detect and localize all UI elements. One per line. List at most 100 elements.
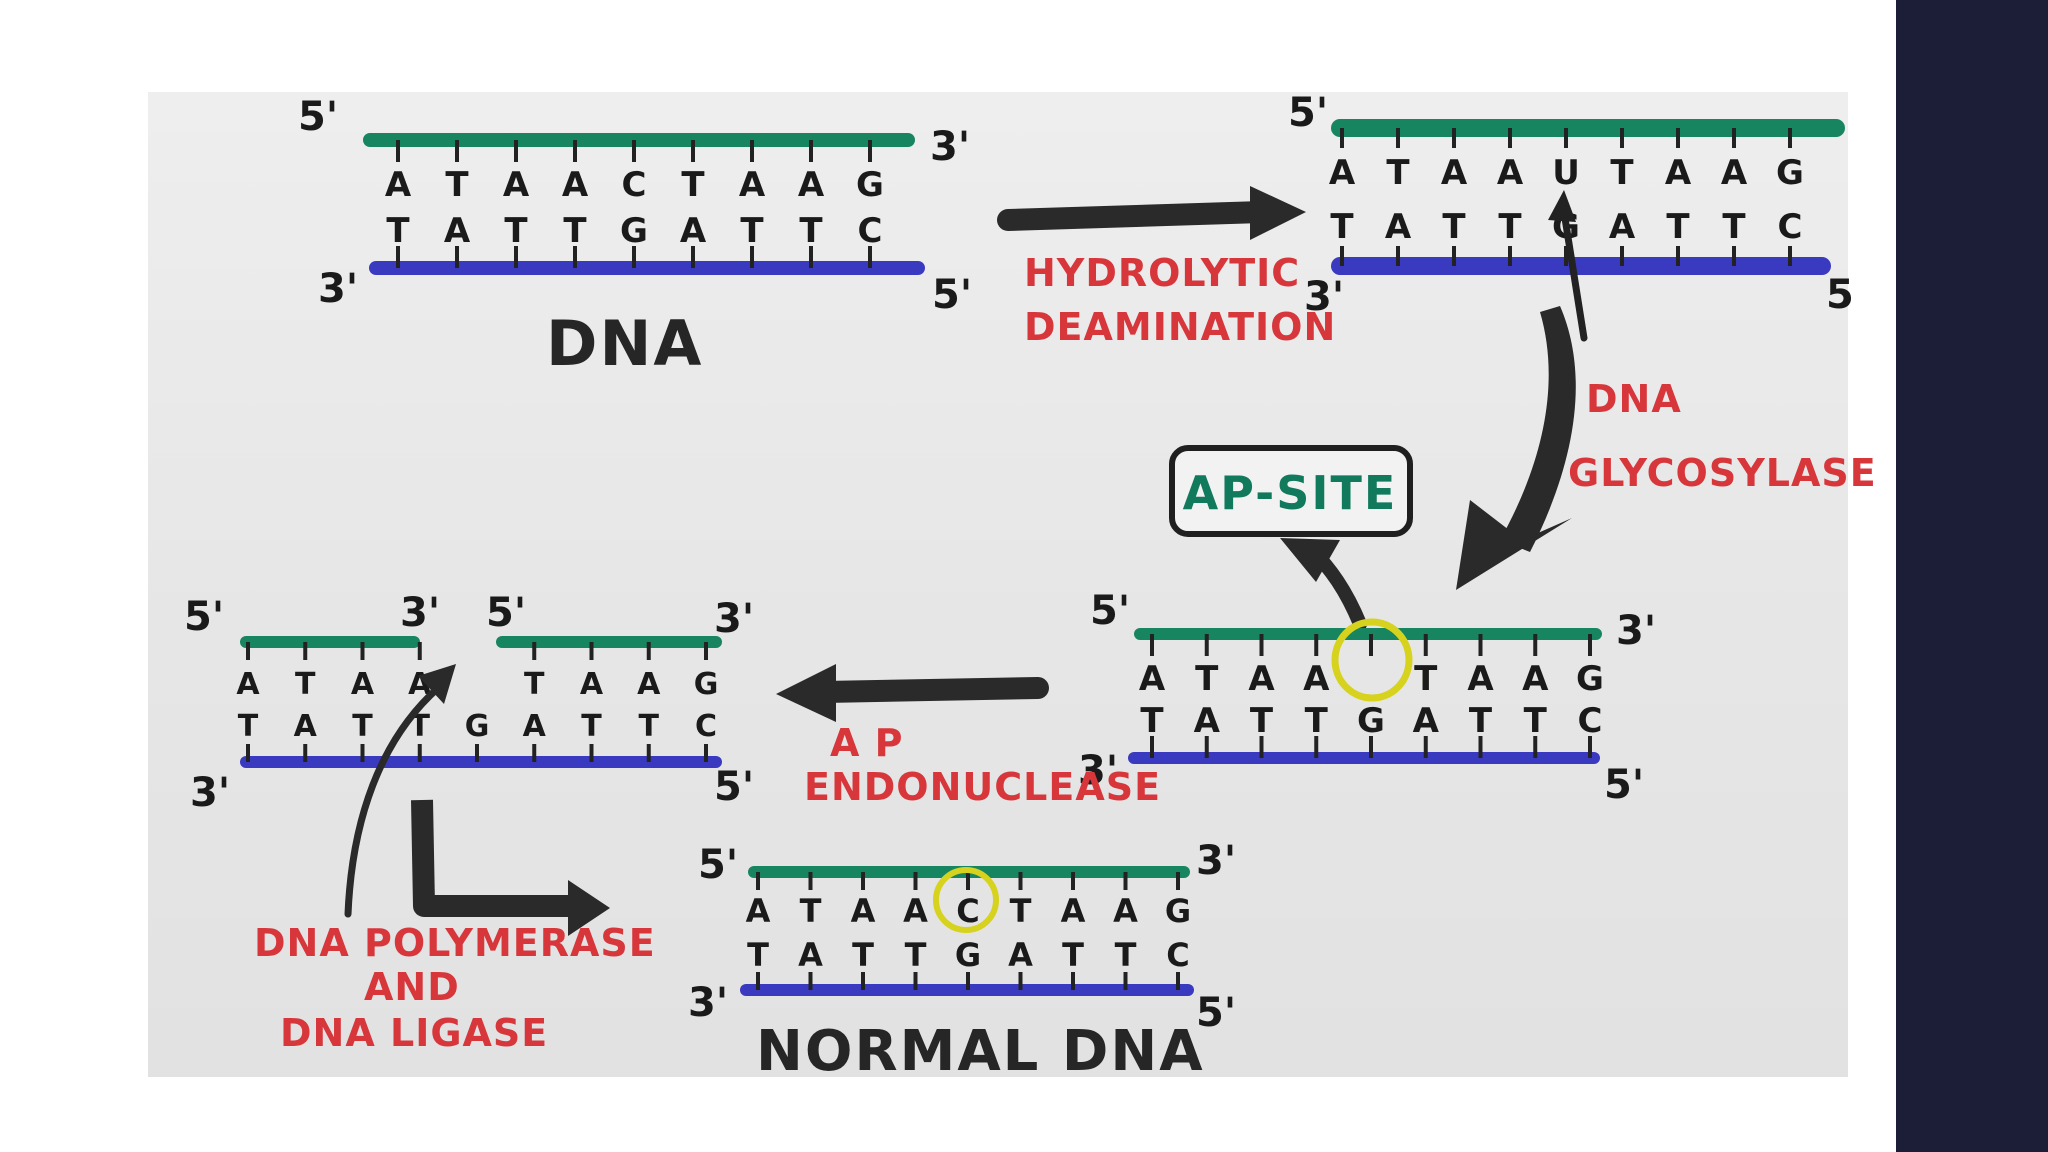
- deaminated-bottom-3-prime: 3': [1304, 274, 1344, 320]
- uracil-pointer-line: [1560, 208, 1588, 342]
- ap-bottom-5-prime: 5': [1604, 762, 1644, 808]
- deaminated-top-5-prime: 5': [1288, 90, 1328, 136]
- bottom-base-letter: T: [747, 936, 769, 974]
- bottom-base-letter: T: [1524, 701, 1548, 741]
- bottom-base-letter: C: [1166, 936, 1189, 974]
- top-base-letter: A: [1441, 153, 1468, 193]
- top-base-letter: T: [524, 667, 545, 702]
- dna-top-3-prime: 3': [930, 124, 970, 170]
- ap-site-box: AP-SITE: [1169, 445, 1413, 537]
- bottom-base-letter: A: [1008, 936, 1033, 974]
- top-base-letter: A: [385, 165, 412, 205]
- bottom-base-letter: T: [1305, 701, 1329, 741]
- bottom-base-letter: G: [465, 709, 490, 744]
- bottom-base-letter: A: [798, 936, 823, 974]
- ap-site-label: AP-SITE: [1183, 466, 1398, 520]
- top-base-letter: T: [1195, 659, 1219, 699]
- endonuclease-label-line1: A P: [830, 721, 904, 765]
- top-base-letter: T: [1610, 153, 1634, 193]
- nicked-right-5-prime: 5': [486, 590, 526, 636]
- bottom-base-letter: T: [1115, 936, 1137, 974]
- bottom-base-letter: T: [1140, 701, 1164, 741]
- normal-bottom-3-prime: 3': [688, 980, 728, 1026]
- bottom-base-letter: T: [563, 211, 587, 251]
- normal-bottom-5-prime: 5': [1196, 990, 1236, 1036]
- top-base-letter: G: [856, 165, 884, 205]
- top-base-letter: A: [798, 165, 825, 205]
- bottom-base-letter: T: [799, 211, 823, 251]
- top-base-letter: A: [1665, 153, 1692, 193]
- bottom-base-letter: A: [1385, 207, 1412, 247]
- dna-top-5-prime: 5': [298, 94, 338, 140]
- bottom-base-letter: G: [1357, 701, 1385, 741]
- nicked-right-3-prime: 3': [714, 596, 754, 642]
- endonuclease-label-line2: ENDONUCLEASE: [804, 765, 1161, 809]
- top-base-letter: A: [236, 667, 260, 702]
- top-base-letter: T: [295, 667, 316, 702]
- bottom-base-letter: T: [1250, 701, 1274, 741]
- top-base-letter: C: [622, 165, 647, 205]
- bottom-base-letter: T: [1498, 207, 1522, 247]
- top-base-letter: A: [637, 667, 661, 702]
- top-base-letter: A: [739, 165, 766, 205]
- bottom-base-letter: T: [1062, 936, 1084, 974]
- right-arrow-icon: [997, 186, 1306, 240]
- dna-bottom-3-prime: 3': [318, 266, 358, 312]
- uracil-pointer-head: [1548, 190, 1576, 222]
- bottom-base-letter: A: [680, 211, 707, 251]
- top-base-letter: C: [956, 892, 979, 930]
- bottom-base-letter: T: [740, 211, 764, 251]
- normal-top-3-prime: 3': [1196, 838, 1236, 884]
- bent-right-arrow-icon: [411, 799, 610, 936]
- bottom-base-letter: A: [444, 211, 471, 251]
- repaired-base-highlight-circle: [933, 867, 999, 933]
- top-base-letter: A: [1467, 659, 1494, 699]
- polymerase-pointer-arrow-icon: [344, 664, 456, 918]
- glycosylase-label-line2: GLYCOSYLASE: [1568, 451, 1877, 495]
- nicked-left-5-prime: 5': [184, 594, 224, 640]
- top-base-letter: A: [746, 892, 771, 930]
- bottom-base-letter: T: [581, 709, 602, 744]
- top-base-letter: T: [800, 892, 822, 930]
- bottom-base-letter: T: [1666, 207, 1690, 247]
- polymerase-label-line1: DNA POLYMERASE: [254, 921, 656, 965]
- ap-bottom-3-prime: 3': [1078, 748, 1118, 794]
- top-base-letter: T: [1386, 153, 1410, 193]
- bottom-base-letter: T: [905, 936, 927, 974]
- top-base-letter: U: [1552, 153, 1580, 193]
- bottom-base-letter: T: [1722, 207, 1746, 247]
- polymerase-label-line2: AND: [364, 965, 460, 1009]
- bottom-base-letter: C: [695, 709, 717, 744]
- bottom-base-letter: T: [410, 709, 431, 744]
- dna-title: DNA: [546, 307, 703, 380]
- hydrolytic-label-line1: HYDROLYTIC: [1024, 251, 1300, 295]
- top-base-letter: A: [851, 892, 876, 930]
- bottom-base-letter: C: [1778, 207, 1803, 247]
- deaminated-bottom-5-prime: 5: [1826, 272, 1854, 318]
- curved-down-arrow-icon: [1456, 306, 1576, 590]
- left-arrow-icon: [776, 664, 1049, 722]
- top-base-letter: G: [1776, 153, 1804, 193]
- top-base-letter: A: [1721, 153, 1748, 193]
- glycosylase-label-line1: DNA: [1586, 377, 1682, 421]
- polymerase-label-line3: DNA LIGASE: [280, 1011, 548, 1055]
- top-base-letter: A: [903, 892, 928, 930]
- top-base-letter: T: [445, 165, 469, 205]
- bottom-base-letter: T: [386, 211, 410, 251]
- top-base-letter: A: [562, 165, 589, 205]
- bottom-base-letter: T: [852, 936, 874, 974]
- normal-dna-title: NORMAL DNA: [756, 1019, 1205, 1084]
- bottom-base-letter: A: [294, 709, 318, 744]
- dna-bottom-5-prime: 5': [932, 272, 972, 318]
- top-base-letter: A: [1522, 659, 1549, 699]
